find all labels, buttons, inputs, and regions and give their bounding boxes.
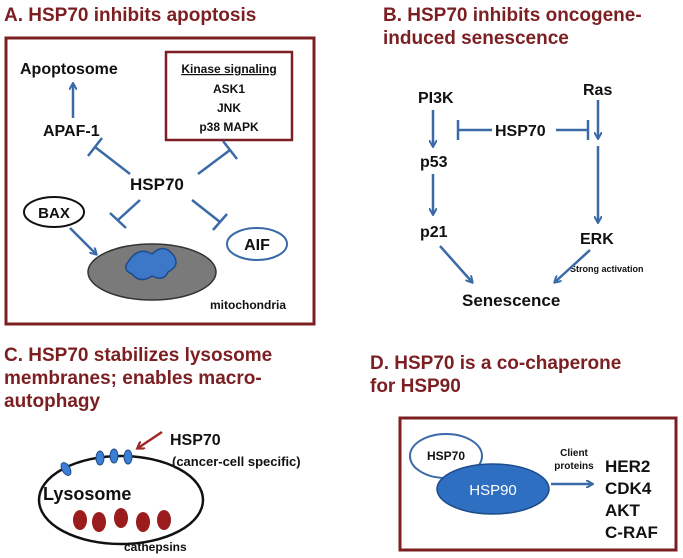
panel-c-title-line2: membranes; enables macro-: [4, 368, 262, 389]
bax-label: BAX: [38, 205, 70, 222]
hsp90-ellipse: [436, 463, 550, 515]
panel-c: C. HSP70 stabilizes lysosome membranes; …: [4, 345, 301, 554]
pi3k-label: PI3K: [418, 90, 454, 107]
panel-b: B. HSP70 inhibits oncogene- induced sene…: [383, 5, 644, 310]
cathepsins-label: cathepsins: [124, 540, 187, 554]
panel-d-title-line2: for HSP90: [370, 376, 461, 397]
erk-label: ERK: [580, 231, 614, 248]
panel-c-title-line1: C. HSP70 stabilizes lysosome: [4, 345, 272, 366]
apoptosome-label: Apoptosome: [20, 61, 118, 78]
client-cdk4: CDK4: [605, 479, 652, 498]
client-craf: C-RAF: [605, 523, 658, 542]
hsp70-label-b: HSP70: [495, 123, 546, 140]
p21-label: p21: [420, 224, 448, 241]
hsp70-to-lysosome-arrow: [138, 430, 163, 448]
aif-ellipse: [226, 227, 288, 261]
senescence-label: Senescence: [462, 291, 560, 310]
arrows-b: [433, 100, 598, 282]
ras-label: Ras: [583, 82, 612, 99]
panel-b-title-line1: B. HSP70 inhibits oncogene-: [383, 5, 642, 26]
bax-to-mitochondria-arrow: [69, 227, 96, 254]
strong-activation-label: Strong activation: [570, 264, 644, 274]
kinase-item-jnk: JNK: [217, 101, 241, 115]
cathepsin-dots: [73, 508, 171, 532]
kinase-signaling-box: [164, 50, 294, 142]
client-proteins-line2: proteins: [554, 461, 594, 472]
kinase-signaling-title: Kinase signaling: [181, 62, 276, 76]
panel-d-title-line1: D. HSP70 is a co-chaperone: [370, 353, 621, 374]
apaf1-label: APAF-1: [43, 123, 100, 140]
panel-a-title: A. HSP70 inhibits apoptosis: [4, 5, 256, 26]
panel-d-frame: [398, 416, 678, 552]
aif-label: AIF: [244, 237, 270, 254]
client-akt: AKT: [605, 501, 641, 520]
client-her2: HER2: [605, 457, 650, 476]
hsp70-label-c: HSP70: [170, 432, 221, 449]
panel-b-title-line2: induced senescence: [383, 28, 569, 49]
panel-d: D. HSP70 is a co-chaperone for HSP90 HSP…: [370, 353, 678, 552]
lysosome-hsp70-bumps: [60, 448, 133, 476]
mitochondria-cristae: [125, 247, 177, 281]
p53-label: p53: [420, 154, 448, 171]
bax-ellipse: [23, 196, 85, 228]
hsp90-label: HSP90: [469, 482, 517, 499]
kinase-item-p38: p38 MAPK: [199, 120, 259, 134]
panel-c-title-line3: autophagy: [4, 391, 100, 412]
cancer-specific-label: (cancer-cell specific): [172, 454, 301, 469]
client-proteins-line1: Client: [560, 448, 588, 459]
hsp70-label-d: HSP70: [427, 449, 465, 463]
hsp70-label-a: HSP70: [130, 175, 184, 194]
panel-a-frame: [4, 36, 316, 326]
kinase-item-ask1: ASK1: [213, 82, 245, 96]
lysosome-label: Lysosome: [43, 484, 131, 504]
mitochondria-label: mitochondria: [210, 298, 286, 312]
inhibition-lines-a: [87, 137, 238, 231]
panel-a: A. HSP70 inhibits apoptosis Apoptosome A…: [4, 5, 316, 326]
